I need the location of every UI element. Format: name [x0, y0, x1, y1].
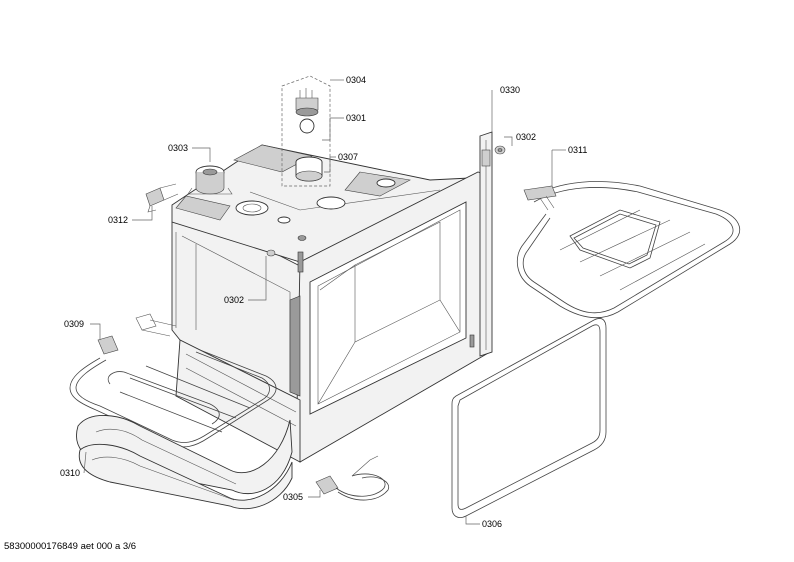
part-lamp-assembly [281, 75, 331, 187]
label-0304: 0304 [346, 75, 366, 85]
label-0301: 0301 [346, 113, 366, 123]
label-0302-mid: 0302 [224, 295, 244, 305]
label-0305: 0305 [283, 492, 303, 502]
part-0303-housing [187, 165, 233, 195]
oven-cavity [171, 131, 493, 463]
label-0311: 0311 [568, 145, 587, 155]
leader-lines [83, 79, 566, 525]
part-0305-cable [315, 455, 390, 501]
label-0307: 0307 [338, 152, 358, 162]
part-0310-insulation [76, 415, 293, 510]
label-0302-top: 0302 [516, 132, 536, 142]
part-0302-mid [266, 249, 276, 257]
label-0309: 0309 [64, 319, 84, 329]
part-0306-door-seal [451, 318, 607, 518]
document-id-footer: 58300000176849 aet 000 a 3/6 [4, 541, 137, 552]
part-0312-clip [145, 183, 179, 213]
part-0311-grill-element [516, 181, 741, 318]
part-labels: 0304 0301 0307 0303 0312 0330 0302 0311 … [60, 75, 587, 529]
label-0310: 0310 [60, 468, 80, 478]
part-0302-top [494, 145, 506, 155]
label-0312: 0312 [108, 215, 128, 225]
label-0306: 0306 [482, 519, 502, 529]
label-0303: 0303 [168, 143, 188, 153]
label-0330: 0330 [500, 85, 520, 95]
